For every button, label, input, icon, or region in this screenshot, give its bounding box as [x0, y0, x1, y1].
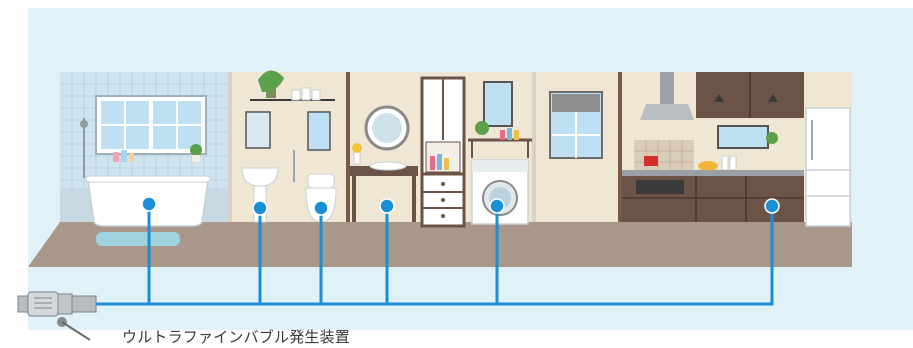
- kitchen-outlet: [764, 198, 780, 214]
- toilet-outlet: [313, 200, 329, 216]
- fine-bubble-device-icon: [17, 291, 97, 341]
- kitchen: [622, 72, 851, 227]
- bathtub-outlet: [141, 196, 157, 212]
- washroom: [350, 76, 532, 228]
- device-caption: ウルトラファインバブル発生装置: [122, 328, 351, 346]
- floor: [28, 222, 852, 267]
- hallway: [549, 91, 603, 159]
- sink-outlet: [252, 200, 268, 216]
- washer-outlet: [489, 198, 505, 214]
- pipe-outlets: [141, 196, 780, 216]
- vanity-outlet: [379, 198, 395, 214]
- water-pipe-network: [95, 204, 774, 306]
